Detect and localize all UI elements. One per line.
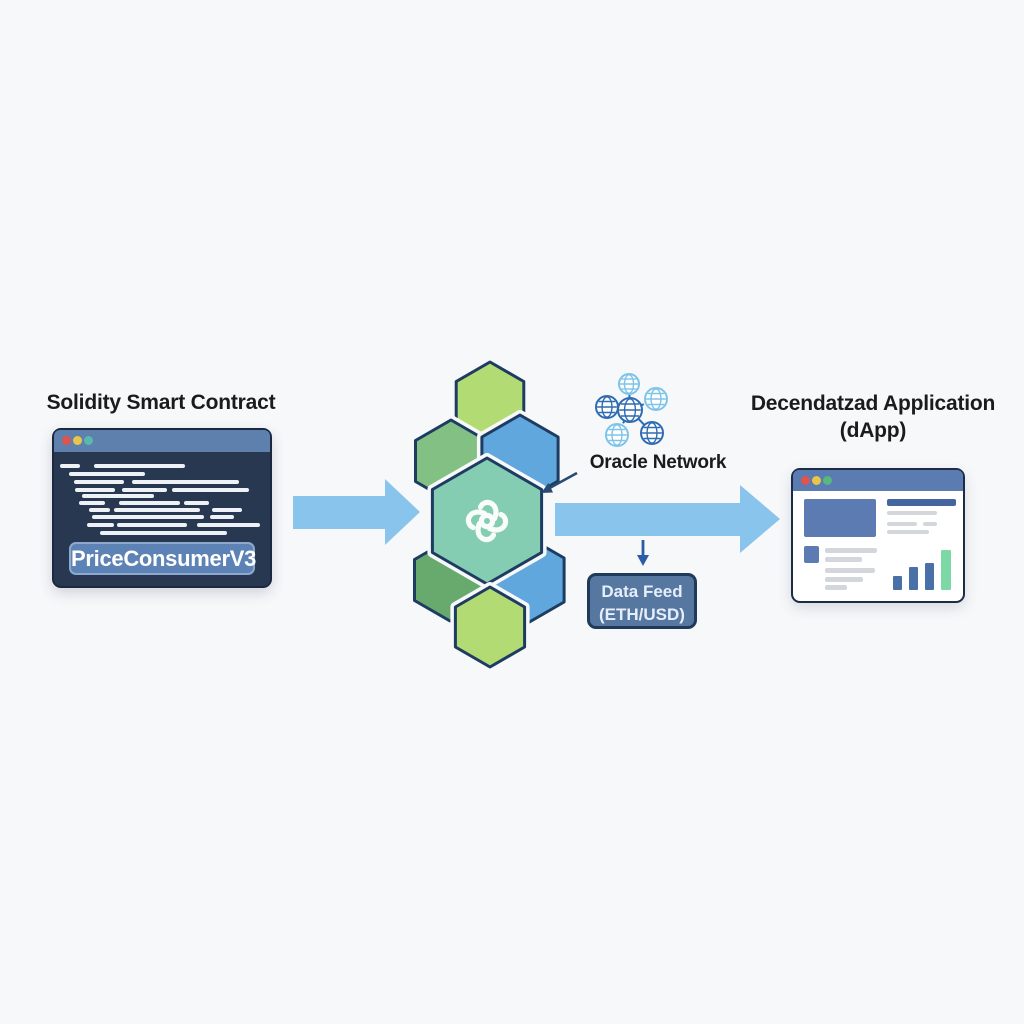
code-line-segment <box>119 501 180 505</box>
mini-bar-chart <box>893 548 957 590</box>
dapp-title-line1: Decendatzad Application <box>750 392 996 415</box>
dapp-title-line2: (dApp) <box>839 419 907 442</box>
hexagon-lower-left <box>409 534 491 626</box>
hexagon-upper-right <box>476 410 564 508</box>
globe-icon <box>595 395 619 419</box>
text-line <box>887 522 917 526</box>
data-feed-line2: (ETH/USD) <box>599 605 685 624</box>
window-dot-red <box>62 436 71 445</box>
code-window-titlebar <box>54 430 270 452</box>
chart-bar <box>909 567 918 590</box>
code-line-segment <box>87 523 114 527</box>
text-line <box>923 522 937 526</box>
code-line-segment <box>82 494 154 498</box>
window-dot-green <box>823 476 832 485</box>
price-consumer-label: PriceConsumerV3 <box>69 542 256 575</box>
heading-placeholder <box>887 499 956 506</box>
code-line-segment <box>197 523 260 527</box>
arrow-oracle-to-dapp <box>555 485 780 553</box>
thumbnail-placeholder <box>804 546 819 563</box>
dapp-window-titlebar <box>793 470 963 491</box>
code-line-segment <box>212 508 242 512</box>
text-line <box>825 548 877 553</box>
chart-bar <box>893 576 902 590</box>
globe-icon <box>644 387 668 411</box>
text-line <box>825 557 862 562</box>
feed-down-arrow <box>637 540 649 566</box>
text-line <box>825 577 863 582</box>
code-line-segment <box>184 501 209 505</box>
code-line-segment <box>100 531 227 535</box>
chart-bar <box>925 563 934 590</box>
code-line-segment <box>210 515 234 519</box>
code-line-segment <box>60 464 80 468</box>
network-globes-icon <box>595 373 668 447</box>
contract-title: Solidity Smart Contract <box>46 391 276 414</box>
dapp-title: Decendatzad Application (dApp) <box>740 390 1006 444</box>
code-line-segment <box>89 508 110 512</box>
hexagon-bottom <box>450 582 530 672</box>
text-line <box>887 511 937 515</box>
text-line <box>887 530 929 534</box>
globe-icon <box>617 397 643 423</box>
text-line <box>825 585 847 590</box>
code-line-segment <box>114 508 200 512</box>
code-line-segment <box>79 501 105 505</box>
globe-icon <box>605 423 629 447</box>
window-dot-yellow <box>73 436 82 445</box>
data-feed-badge: Data Feed (ETH/USD) <box>587 573 697 629</box>
oracle-label-pointer-arrow <box>541 471 578 493</box>
globe-icon <box>640 421 664 445</box>
hero-image-placeholder <box>804 499 876 537</box>
text-line <box>825 568 875 573</box>
code-line-segment <box>75 488 115 492</box>
code-line-segment <box>172 488 249 492</box>
code-line-segment <box>122 488 167 492</box>
code-line-segment <box>74 480 124 484</box>
hexagon-top <box>451 357 529 445</box>
code-line-segment <box>69 472 145 476</box>
dapp-browser-window <box>791 468 965 603</box>
code-lines <box>54 452 270 586</box>
chart-bar <box>941 550 951 590</box>
window-dot-red <box>801 476 810 485</box>
code-line-segment <box>94 464 185 468</box>
hexagon-upper-left <box>410 415 492 507</box>
oracle-network-label: Oracle Network <box>589 452 727 473</box>
arrow-contract-to-oracle <box>293 479 420 545</box>
code-editor-window: PriceConsumerV3 <box>52 428 272 588</box>
window-dot-teal <box>84 436 93 445</box>
window-dot-yellow <box>812 476 821 485</box>
hexagon-lower-right <box>482 531 570 629</box>
data-feed-line1: Data Feed <box>601 582 683 601</box>
code-line-segment <box>117 523 187 527</box>
chainlink-knot-icon <box>465 499 509 543</box>
code-line-segment <box>132 480 239 484</box>
globe-icon <box>618 373 640 395</box>
code-line-segment <box>92 515 204 519</box>
hexagon-center <box>427 453 547 589</box>
